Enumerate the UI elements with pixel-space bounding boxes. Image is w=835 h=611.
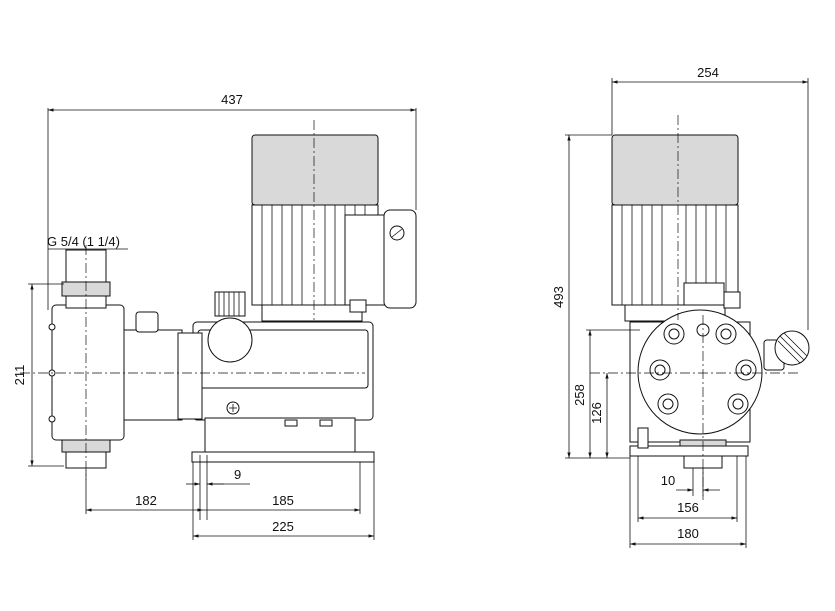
dim-offset-10: 10	[661, 473, 675, 488]
dim-height-211: 211	[12, 365, 27, 386]
front-view: 254 493 258 126 10 156 180	[551, 65, 810, 548]
front-motor	[611, 134, 741, 322]
dim-width-156: 156	[677, 500, 699, 515]
dim-front-width-254: 254	[697, 65, 719, 80]
dim-height-126: 126	[589, 402, 604, 424]
side-motor	[251, 134, 417, 322]
dim-overall-width: 437	[221, 92, 243, 107]
dim-dist-185: 185	[272, 493, 294, 508]
dim-offset-9: 9	[234, 467, 241, 482]
side-pump-head	[48, 249, 203, 469]
dim-dist-225: 225	[272, 519, 294, 534]
front-pump-head	[629, 309, 810, 469]
dim-total-height-493: 493	[551, 286, 566, 308]
dim-port-thread: G 5/4 (1 1/4)	[47, 234, 120, 249]
dim-height-258: 258	[572, 384, 587, 406]
side-view: 437 G 5/4 (1 1/4) 211 9 182 185 225	[12, 92, 417, 540]
dim-dist-182: 182	[135, 493, 157, 508]
side-gearbox	[191, 291, 375, 463]
dim-width-180: 180	[677, 526, 699, 541]
